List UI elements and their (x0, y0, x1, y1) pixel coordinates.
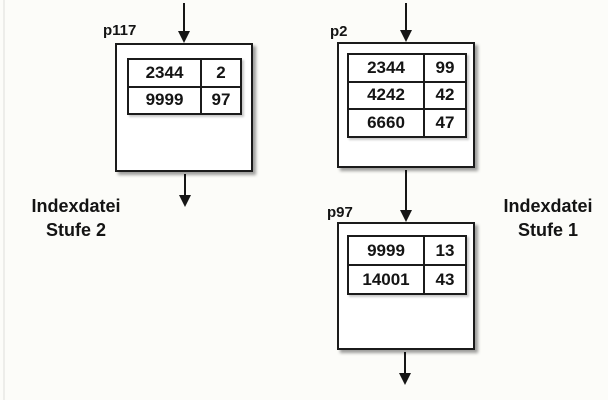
arrow-down-icon (399, 373, 411, 385)
index-table-p2: 2344 99 4242 42 6660 47 (347, 53, 467, 138)
caption-line: Indexdatei (503, 196, 593, 216)
arrow-down-icon (400, 210, 412, 222)
table-cell: 6660 (349, 108, 423, 136)
index-table-p117: 2344 2 9999 97 (127, 58, 242, 115)
table-cell: 47 (423, 108, 465, 136)
table-cell: 2344 (145, 62, 184, 82)
caption-line: Indexdatei (31, 196, 121, 216)
arrow-down-icon (178, 31, 190, 43)
table-cell: 4242 (349, 80, 423, 109)
table-cell: 97 (200, 85, 240, 113)
node-label-p117: p117 (103, 22, 137, 39)
caption-indexdatei-stufe-2: Indexdatei Stufe 2 (16, 194, 136, 242)
caption-line: Stufe 2 (45, 220, 106, 240)
caption-indexdatei-stufe-1: Indexdatei Stufe 1 (488, 194, 608, 242)
table-cell: 99 (423, 55, 465, 81)
arrow-into-p117-line (183, 3, 185, 32)
arrow-into-p2-line (405, 3, 407, 31)
table-cell: 2344 (367, 57, 405, 77)
node-label-p2: p2 (330, 23, 348, 40)
caption-line: Stufe 1 (517, 220, 578, 240)
table-cell: 14001 (349, 264, 423, 293)
table-cell: 43 (423, 264, 465, 293)
index-page-node-p117: 2344 2 9999 97 (115, 43, 253, 172)
table-cell: 42 (423, 80, 465, 109)
table-cell: 9999 (367, 240, 405, 260)
table-cell: 13 (423, 237, 465, 264)
index-table-p97: 9999 13 14001 43 (347, 235, 467, 295)
table-cell: 2 (200, 60, 240, 86)
arrow-down-icon (179, 195, 191, 207)
arrow-p2-to-p97-line (405, 170, 407, 211)
node-label-p97: p97 (327, 204, 353, 221)
arrow-out-of-p117-line (184, 174, 186, 197)
arrow-down-icon (400, 30, 412, 42)
index-page-node-p97: 9999 13 14001 43 (337, 222, 475, 350)
arrow-out-of-p97-line (404, 352, 406, 374)
table-cell: 9999 (129, 85, 200, 114)
index-page-node-p2: 2344 99 4242 42 6660 47 (337, 42, 475, 168)
page-edge-line (3, 0, 5, 400)
